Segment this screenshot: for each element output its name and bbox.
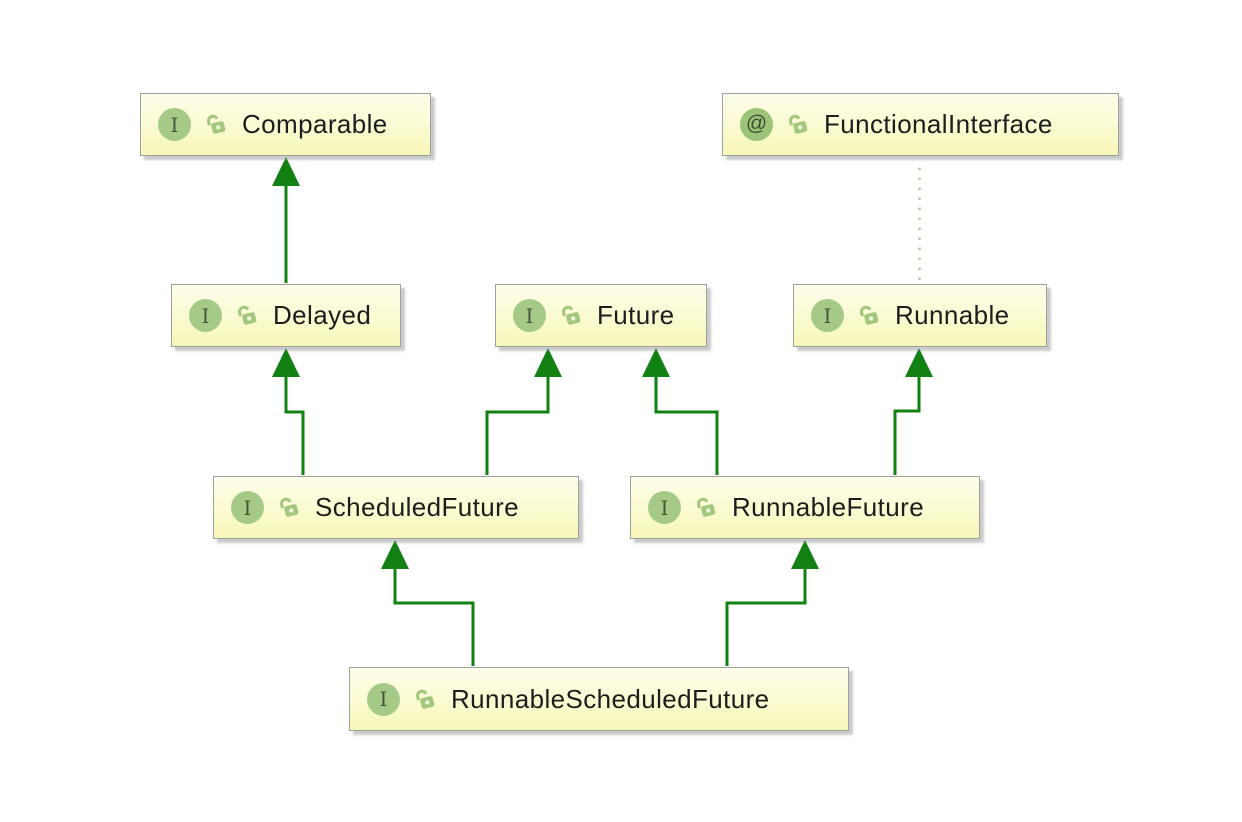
node-scheduledfuture[interactable]: I ScheduledFuture [213,476,579,539]
node-runnablefuture[interactable]: I RunnableFuture [630,476,980,539]
interface-icon: I [231,491,264,524]
public-lock-icon [860,305,879,325]
interface-icon: I [189,299,222,332]
node-label: Delayed [273,300,372,330]
public-lock-icon [207,114,226,134]
node-label: Comparable [242,109,388,139]
node-label: ScheduledFuture [315,492,520,522]
edge-runnablescheduledfuture-extends-scheduledfuture [393,568,475,666]
node-label: RunnableScheduledFuture [451,683,770,714]
public-lock-icon [238,305,257,325]
node-functionalinterface[interactable]: @ FunctionalInterface [722,93,1119,156]
node-runnable[interactable]: I Runnable [793,284,1047,347]
arrowhead-to-scheduledfuture [381,540,409,569]
public-lock-icon [562,305,581,325]
arrowhead-to-runnable [905,348,933,377]
arrowhead-to-comparable [272,157,300,186]
interface-icon: I [811,299,844,332]
public-lock-icon [280,497,299,517]
node-comparable[interactable]: I Comparable [140,93,431,156]
node-delayed[interactable]: I Delayed [171,284,401,347]
annotation-icon: @ [740,108,773,141]
node-label: RunnableFuture [732,492,925,522]
public-lock-icon [789,114,808,134]
node-future[interactable]: I Future [495,284,707,347]
interface-icon: I [513,299,546,332]
edge-runnablefuture-extends-future [654,376,719,475]
public-lock-icon [416,689,435,709]
arrowhead-to-future-left [534,348,562,377]
edge-runnablefuture-extends-runnable [893,376,921,475]
node-label: FunctionalInterface [824,109,1053,139]
public-lock-icon [697,497,716,517]
arrowhead-to-runnablefuture [791,540,819,569]
arrowhead-to-delayed [272,348,300,377]
arrowhead-to-future-right [642,348,670,377]
interface-icon: I [367,682,400,716]
edge-runnablescheduledfuture-extends-runnablefuture [725,568,807,666]
interface-icon: I [158,108,191,141]
interface-icon: I [648,491,681,524]
edge-scheduledfuture-extends-future [485,376,550,475]
node-runnablescheduledfuture[interactable]: I RunnableScheduledFuture [349,667,849,731]
edge-scheduledfuture-extends-delayed [284,376,305,475]
node-label: Runnable [895,300,1010,330]
node-label: Future [597,300,675,330]
